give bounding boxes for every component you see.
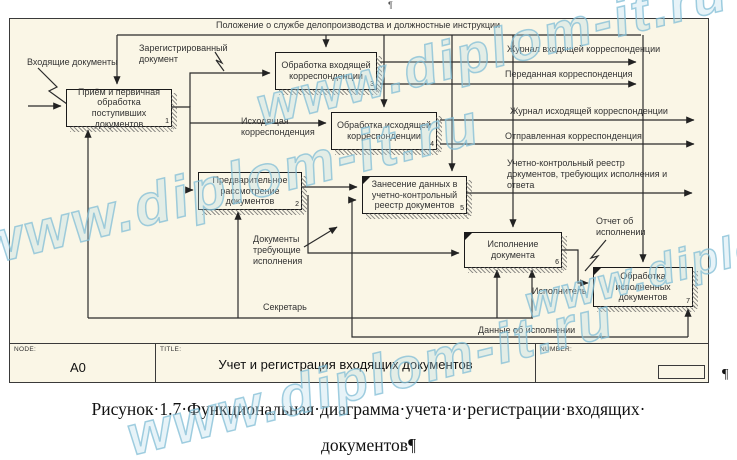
pilcrow-mark-top: ¶ xyxy=(388,0,393,10)
secretary-label: Секретарь xyxy=(263,302,307,312)
activity-box-2-number: 2 xyxy=(295,200,299,208)
activity-box-1: Приём и первичная обработка поступивших … xyxy=(66,86,177,132)
idef0-title-bar: NODE: A0 TITLE: Учет и регистрация входя… xyxy=(9,343,709,383)
outgoing-correspondence-label: Исходящая корреспонденция xyxy=(241,116,315,137)
execution-data-label: Данные об исполнении xyxy=(478,325,576,335)
node-value: A0 xyxy=(70,360,86,375)
number-value-box xyxy=(658,365,705,379)
execution-report-label: Отчет об исполнении xyxy=(596,216,646,237)
figure-caption: Рисунок·1.7·Функциональная·диаграмма·уче… xyxy=(0,391,737,460)
registered-document-label: Зарегистрированный документ xyxy=(139,43,228,64)
executor-label: Исполнитель xyxy=(532,286,587,296)
corner-fold-mark xyxy=(594,268,601,275)
activity-box-1-number: 1 xyxy=(165,117,169,125)
activity-box-5: Занесение данных в учетно-контрольный ре… xyxy=(362,176,472,219)
sent-correspondence-label: Отправленная корреспонденция xyxy=(505,131,642,141)
transferred-correspondence-label: Переданная корреспонденция xyxy=(505,69,633,79)
corner-fold-mark xyxy=(363,177,370,184)
number-cell: NUMBER: xyxy=(536,344,708,382)
activity-box-4-label: Обработка исходящей корреспонденции xyxy=(336,120,432,141)
node-label: NODE: xyxy=(14,346,37,353)
activity-box-3-label: Обработка входящей корреспонденции xyxy=(281,60,371,81)
activity-box-3-number: 3 xyxy=(370,80,374,88)
figure-caption-line2: документов¶ xyxy=(321,435,416,455)
activity-box-5-number: 5 xyxy=(460,204,464,212)
activity-box-6-label: Исполнение документа xyxy=(487,239,539,260)
activity-box-7-label: Обработка исполненных документов xyxy=(615,271,671,303)
number-label: NUMBER: xyxy=(540,346,573,353)
activity-box-2: Предварительное рассмотрение документов … xyxy=(198,172,307,215)
documents-requiring-execution-label: Документы требующие исполнения xyxy=(253,234,303,266)
incoming-documents-label: Входящие документы xyxy=(27,57,118,67)
diagram-title: Учет и регистрация входящих документов xyxy=(218,357,473,372)
incoming-journal-label: Журнал входящей корреспонденции xyxy=(507,44,661,54)
activity-box-4: Обработка исходящей корреспонденции 4 xyxy=(331,112,442,155)
activity-box-6: Исполнение документа 6 xyxy=(464,232,567,273)
control-arrow-label: Положение о службе делопроизводства и до… xyxy=(216,20,501,30)
activity-box-5-label: Занесение данных в учетно-контрольный ре… xyxy=(371,179,458,211)
outgoing-journal-label: Журнал исходящей корреспонденции xyxy=(510,106,668,116)
title-cell: TITLE: Учет и регистрация входящих докум… xyxy=(156,344,536,382)
activity-box-4-number: 4 xyxy=(430,140,434,148)
node-cell: NODE: A0 xyxy=(10,344,156,382)
activity-box-2-label: Предварительное рассмотрение документов xyxy=(212,175,288,207)
activity-box-3: Обработка входящей корреспонденции 3 xyxy=(275,52,382,95)
activity-box-7: Обработка исполненных документов 7 xyxy=(593,267,698,312)
control-registry-label: Учетно-контрольный реестр документов, тр… xyxy=(507,158,668,190)
activity-box-7-number: 7 xyxy=(686,297,690,305)
figure-caption-line1: Рисунок·1.7·Функциональная·диаграмма·уче… xyxy=(91,399,646,419)
activity-box-1-label: Приём и первичная обработка поступивших … xyxy=(78,86,160,129)
corner-fold-mark xyxy=(465,233,472,240)
title-label: TITLE: xyxy=(160,346,182,353)
activity-box-6-number: 6 xyxy=(555,258,559,266)
pilcrow-mark-side: ¶ xyxy=(722,367,729,382)
